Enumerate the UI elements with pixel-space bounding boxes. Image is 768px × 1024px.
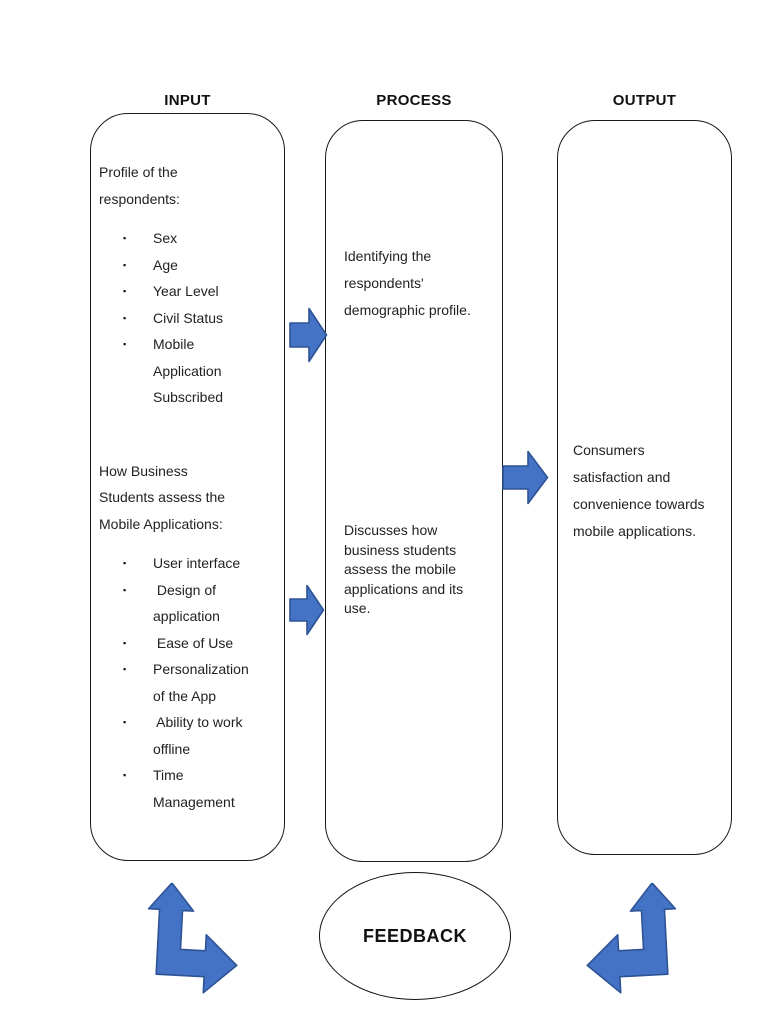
feedback-ellipse: FEEDBACK — [319, 872, 511, 1000]
text-line: Ability to work — [153, 714, 243, 730]
bent-arrow-up-right-icon — [147, 882, 238, 994]
text-line: convenience towards — [573, 496, 705, 512]
text-line: assess the mobile — [344, 561, 457, 577]
square-bullet-icon: ▪ — [123, 259, 127, 270]
bullet-text: Ease of Use — [153, 630, 278, 657]
bullet-text: Design of application — [153, 577, 278, 630]
text-line: use. — [344, 600, 371, 616]
text-line: Age — [153, 256, 178, 273]
feedback-label: FEEDBACK — [362, 925, 467, 946]
square-bullet-icon: ▪ — [123, 339, 127, 349]
output-box: Consumers satisfaction and convenience tow… — [557, 120, 732, 855]
input-box-content: Profile of the respondents: ▪ Sex ▪ Age ▪ Year… — [91, 114, 284, 815]
square-bullet-icon: ▪ — [123, 286, 127, 296]
square-bullet-icon: ▪ — [123, 637, 127, 648]
bullet-text: Sex — [153, 225, 278, 252]
right-arrow-shape — [289, 584, 325, 636]
text-line: mobile applications. — [573, 523, 696, 539]
text-line: respondents: — [99, 190, 180, 207]
bent-arrow-up-left-icon — [586, 882, 677, 994]
text-line: Time — [153, 767, 184, 783]
bullet-text: User interface — [153, 550, 278, 577]
text-line: Mobile — [153, 336, 195, 352]
text-line: applications and its — [344, 580, 464, 597]
text-line: Mobile Applications: — [99, 515, 223, 532]
bullet-text: Age — [153, 252, 278, 279]
square-bullet-icon: ▪ — [123, 233, 127, 243]
input-header: INPUT — [164, 92, 211, 109]
text-line: business students — [344, 541, 457, 558]
square-bullet-icon: ▪ — [123, 558, 127, 568]
bent-arrow-shape — [586, 882, 677, 994]
right-arrow-icon — [289, 307, 328, 363]
text-line: Year Level — [153, 283, 219, 299]
text-line: User interface — [153, 555, 241, 571]
square-bullet-icon: ▪ — [123, 664, 127, 674]
text-line: application — [153, 608, 220, 624]
text-line: Identifying the — [344, 248, 432, 264]
text-line: satisfaction and — [573, 469, 671, 485]
text-line: Civil Status — [153, 309, 224, 326]
input-intro-1: Profile of the respondents: — [99, 159, 278, 212]
process-header: PROCESS — [376, 92, 452, 109]
output-header: OUTPUT — [612, 92, 677, 109]
text-line: How Business — [99, 462, 188, 479]
bullet-item: ▪ Personalization of the App — [99, 656, 278, 709]
input-box: Profile of the respondents: ▪ Sex ▪ Age ▪ Year… — [90, 113, 285, 861]
right-arrow-icon — [289, 584, 325, 636]
text-line: Personalization — [153, 661, 249, 677]
right-arrow-shape — [502, 450, 549, 505]
bullet-text: Personalization of the App — [153, 656, 278, 709]
bent-arrow-shape — [147, 882, 238, 994]
square-bullet-icon: ▪ — [123, 312, 127, 323]
output-paragraph: Consumers satisfaction and convenience tow… — [558, 121, 731, 545]
square-bullet-icon: ▪ — [123, 717, 127, 727]
right-arrow-shape — [289, 307, 328, 363]
bullet-item: ▪ Age — [99, 252, 278, 279]
text-line: Profile of the — [99, 164, 178, 180]
text-line: Ease of Use — [153, 634, 234, 651]
bullet-item: ▪ Sex — [99, 225, 278, 252]
square-bullet-icon: ▪ — [123, 770, 127, 780]
text-line: Students assess the — [99, 489, 226, 505]
text-line: offline — [153, 740, 191, 757]
text-line: Discusses how — [344, 522, 438, 538]
bullet-item: ▪ Design of application — [99, 577, 278, 630]
square-bullet-icon: ▪ — [123, 584, 127, 595]
process-paragraph-2: Discusses how business students assess the… — [326, 324, 502, 619]
bullet-text: Ability to work offline — [153, 709, 278, 762]
bullet-item: ▪ Ease of Use — [99, 630, 278, 657]
bullet-text: Year Level — [153, 278, 278, 305]
bullet-item: ▪ Ability to work offline — [99, 709, 278, 762]
text-line: Application — [153, 362, 222, 379]
bullet-item: ▪ Civil Status — [99, 305, 278, 332]
text-line: Sex — [153, 230, 178, 246]
bullet-text: Civil Status — [153, 305, 278, 332]
input-bullet-list-2: ▪ User interface ▪ Design of application ▪ E… — [99, 550, 278, 815]
bullet-item: ▪ User interface — [99, 550, 278, 577]
text-line: Design of — [153, 581, 217, 598]
text-line: of the App — [153, 687, 217, 704]
text-line: Subscribed — [153, 389, 224, 405]
bullet-item: ▪ Year Level — [99, 278, 278, 305]
text-line: Consumers — [573, 442, 645, 458]
text-line: respondents' — [344, 275, 424, 291]
process-paragraph-1: Identifying the respondents' demographic p… — [326, 121, 502, 324]
right-arrow-icon — [502, 450, 549, 505]
text-line: demographic profile. — [344, 302, 471, 318]
process-box: Identifying the respondents' demographic p… — [325, 120, 503, 862]
text-line: Management — [153, 793, 235, 810]
